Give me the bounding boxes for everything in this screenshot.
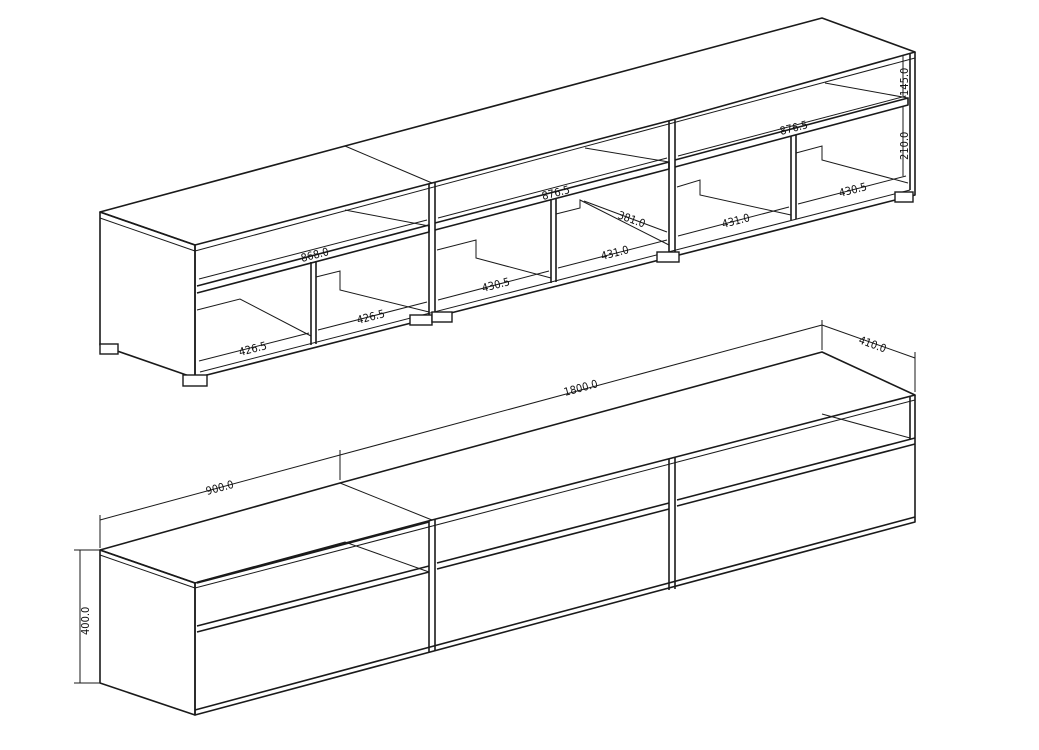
middle-shelf bbox=[434, 161, 670, 231]
bottom-tv-unit: 1800.0 410.0 900.0 400.0 bbox=[74, 320, 916, 716]
dim-label: 381.0 bbox=[616, 209, 647, 231]
drawer-left-bottom bbox=[196, 571, 430, 633]
left-shelf bbox=[196, 224, 430, 294]
dim-label: 900.0 bbox=[204, 478, 235, 498]
dim-label: 1800.0 bbox=[562, 377, 599, 399]
dim-label: 426.5 bbox=[355, 307, 386, 327]
foot bbox=[894, 191, 914, 203]
dim-label: 400.0 bbox=[79, 607, 92, 635]
dim-label: 430.5 bbox=[837, 180, 868, 200]
drawer-middle-bottom bbox=[436, 508, 670, 570]
drawer-right-bottom bbox=[676, 443, 916, 507]
top-tv-unit: 868.0 426.5 426.5 876.5 430.5 381.0 431.… bbox=[99, 17, 916, 387]
dim-label: 430.5 bbox=[480, 275, 511, 295]
drawer-right-top bbox=[676, 437, 916, 501]
drawer-middle-top bbox=[436, 502, 670, 564]
foot bbox=[656, 251, 680, 263]
top-unit-dimension-labels: 868.0 426.5 426.5 876.5 430.5 381.0 431.… bbox=[237, 68, 911, 359]
top-unit-top-surface bbox=[99, 17, 916, 246]
dim-label: 431.0 bbox=[720, 211, 751, 231]
drawer-left-top bbox=[196, 521, 430, 584]
foot bbox=[431, 311, 453, 323]
dim-label: 431.0 bbox=[599, 243, 630, 263]
foot bbox=[182, 374, 208, 387]
dim-label: 210.0 bbox=[898, 132, 911, 160]
foot bbox=[409, 314, 433, 326]
bottom-unit-left-side bbox=[99, 549, 196, 716]
bottom-unit-top-surface bbox=[99, 351, 916, 584]
dim-label: 145.0 bbox=[898, 68, 911, 96]
foot bbox=[99, 343, 119, 355]
dim-label: 410.0 bbox=[857, 334, 888, 356]
drawer-left-top bbox=[196, 565, 430, 627]
